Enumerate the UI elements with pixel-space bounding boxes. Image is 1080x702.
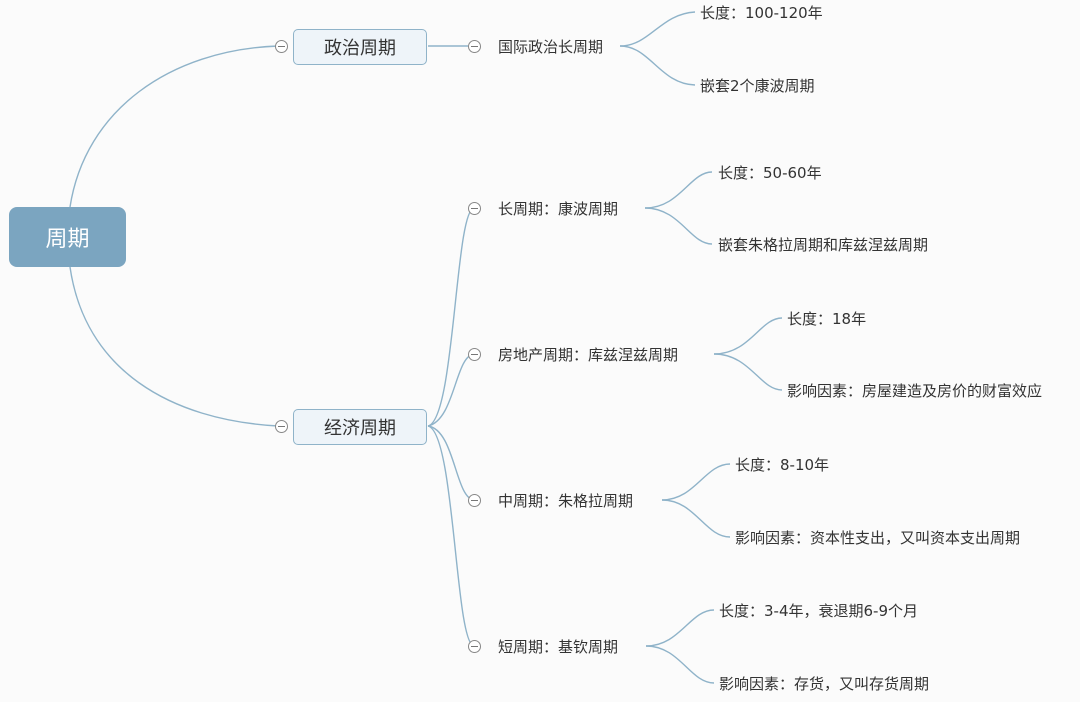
politics-label: 政治周期	[324, 38, 396, 59]
politics-node[interactable]: 政治周期	[293, 29, 427, 65]
kitchin-label[interactable]: 短周期：基钦周期	[498, 638, 619, 656]
collapse-politics-child-icon[interactable]	[468, 40, 481, 53]
collapse-kitchin-icon[interactable]	[468, 640, 481, 653]
collapse-politics-icon[interactable]	[275, 40, 288, 53]
collapse-kuznets-icon[interactable]	[468, 348, 481, 361]
collapse-juglar-icon[interactable]	[468, 494, 481, 507]
juglar-label[interactable]: 中周期：朱格拉周期	[498, 492, 634, 510]
economy-node[interactable]: 经济周期	[293, 409, 427, 445]
collapse-kondratieff-icon[interactable]	[468, 202, 481, 215]
root-label: 周期	[45, 227, 90, 252]
politics-detail-nested[interactable]: 嵌套2个康波周期	[700, 77, 815, 95]
kuznets-detail-length[interactable]: 长度：18年	[787, 310, 867, 328]
kondratieff-label[interactable]: 长周期：康波周期	[498, 200, 619, 218]
politics-child-label[interactable]: 国际政治长周期	[498, 38, 604, 56]
root-node[interactable]: 周期	[9, 207, 126, 267]
juglar-detail-factor[interactable]: 影响因素：资本性支出，又叫资本支出周期	[735, 529, 1021, 547]
kitchin-detail-factor[interactable]: 影响因素：存货，又叫存货周期	[719, 675, 930, 693]
kondratieff-detail-length[interactable]: 长度：50-60年	[718, 164, 822, 182]
juglar-detail-length[interactable]: 长度：8-10年	[735, 456, 830, 474]
politics-detail-length[interactable]: 长度：100-120年	[700, 4, 823, 22]
kuznets-detail-factor[interactable]: 影响因素：房屋建造及房价的财富效应	[787, 382, 1043, 400]
kuznets-label[interactable]: 房地产周期：库兹涅兹周期	[498, 346, 679, 364]
economy-label: 经济周期	[324, 418, 396, 439]
collapse-economy-icon[interactable]	[275, 420, 288, 433]
kondratieff-detail-nested[interactable]: 嵌套朱格拉周期和库兹涅兹周期	[718, 236, 929, 254]
kitchin-detail-length[interactable]: 长度：3-4年，衰退期6-9个月	[719, 602, 919, 620]
